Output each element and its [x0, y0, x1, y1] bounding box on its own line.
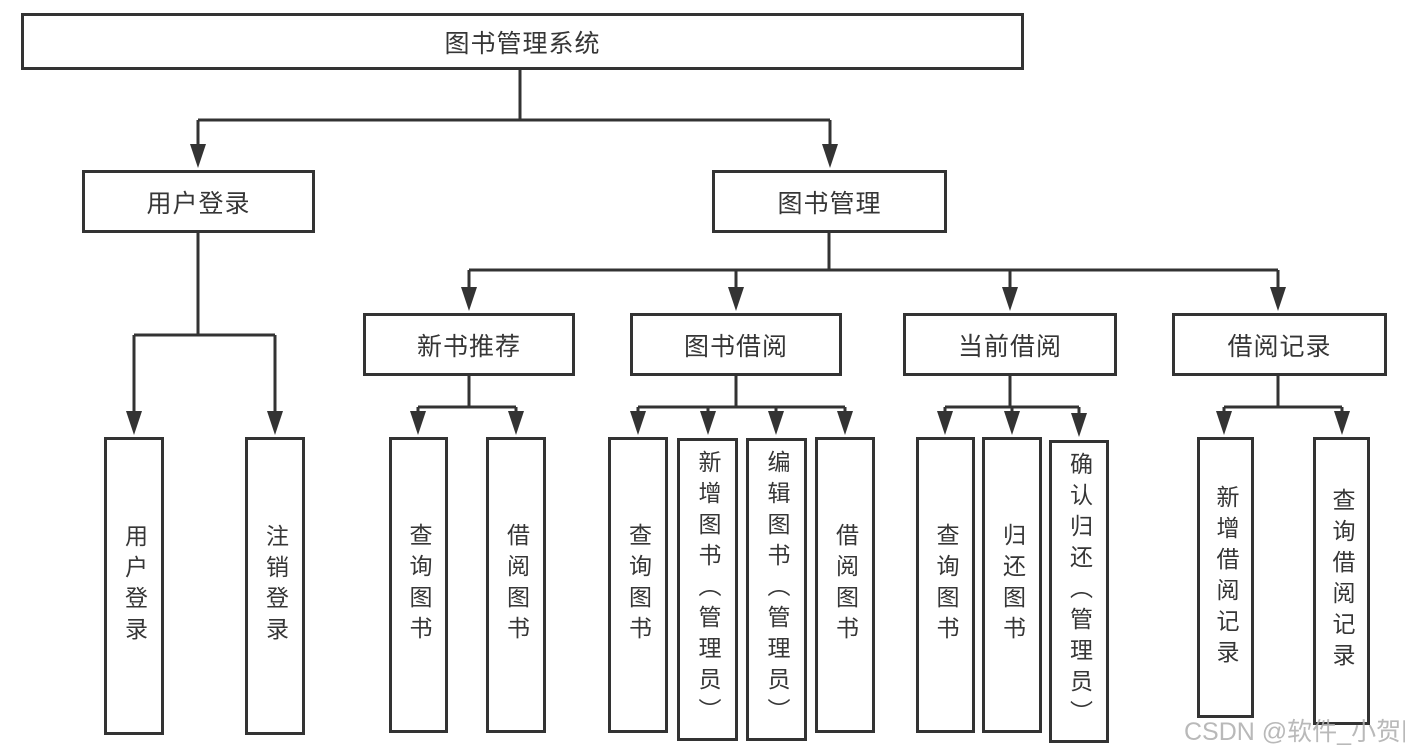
arrow-down-icon — [461, 287, 477, 311]
node-label: 当前借阅 — [957, 332, 1062, 361]
node-label: 归还图书 — [999, 523, 1026, 647]
arrow-down-icon — [1270, 287, 1286, 311]
node-root-system: 图书管理系统 — [21, 13, 1024, 70]
arrow-down-icon — [728, 287, 744, 311]
arrow-down-icon — [1004, 411, 1020, 435]
leaf-current-query-books: 查询图书 — [916, 437, 975, 733]
connector-borrowrecord-to-leaves — [1222, 376, 1344, 417]
arrow-down-icon — [508, 411, 524, 435]
leaf-newbook-query-books: 查询图书 — [389, 437, 448, 733]
connector-login-to-leaves — [132, 233, 277, 416]
node-label: 新增图书（管理员） — [695, 450, 721, 729]
node-label: 查询图书 — [406, 523, 432, 647]
node-label: 用户登录 — [146, 189, 251, 218]
connector-root-to-level2 — [196, 70, 832, 150]
node-label: 查询图书 — [625, 523, 652, 647]
csdn-watermark: CSDN @软件_小贺同学 — [1184, 718, 1405, 746]
arrow-down-icon — [1071, 413, 1087, 437]
leaf-borrow-query-books: 查询图书 — [608, 437, 668, 733]
node-book-borrow: 图书借阅 — [630, 313, 842, 376]
node-label: 借阅图书 — [832, 523, 859, 647]
leaf-logout: 注销登录 — [245, 437, 305, 735]
arrow-down-icon — [126, 411, 142, 435]
node-label: 图书管理 — [777, 189, 882, 218]
leaf-borrow-edit-books-admin: 编辑图书（管理员） — [746, 438, 807, 741]
leaf-current-confirm-return-admin: 确认归还（管理员） — [1049, 440, 1109, 743]
arrow-down-icon — [937, 411, 953, 435]
connector-bookmgmt-to-level3 — [467, 233, 1280, 293]
leaf-record-add-borrow-record: 新增借阅记录 — [1197, 437, 1254, 718]
node-label: 借阅图书 — [503, 523, 530, 647]
node-label: 查询借阅记录 — [1329, 488, 1355, 674]
node-label: 编辑图书（管理员） — [764, 450, 790, 729]
connector-bookborrow-to-leaves — [636, 376, 847, 417]
node-label: 借阅记录 — [1227, 332, 1332, 361]
leaf-newbook-borrow-books: 借阅图书 — [486, 437, 546, 733]
node-user-login: 用户登录 — [82, 170, 315, 233]
arrow-down-icon — [410, 411, 426, 435]
arrow-down-icon — [837, 411, 853, 435]
leaf-borrow-add-books-admin: 新增图书（管理员） — [677, 438, 738, 741]
leaf-record-query-borrow-record: 查询借阅记录 — [1313, 437, 1370, 725]
node-label: 新增借阅记录 — [1213, 484, 1239, 671]
arrow-down-icon — [768, 411, 784, 435]
node-label: 确认归还（管理员） — [1066, 452, 1093, 731]
node-label: 图书借阅 — [683, 332, 788, 361]
node-label: 注销登录 — [262, 524, 289, 648]
connector-newbook-to-leaves — [416, 376, 518, 417]
node-label: 查询图书 — [933, 523, 959, 647]
leaf-user-login: 用户登录 — [104, 437, 164, 735]
arrow-down-icon — [700, 411, 716, 435]
node-book-management: 图书管理 — [712, 170, 947, 233]
arrow-down-icon — [822, 144, 838, 168]
node-current-borrow: 当前借阅 — [903, 313, 1117, 376]
node-borrow-record: 借阅记录 — [1172, 313, 1387, 376]
node-new-book-recommend: 新书推荐 — [363, 313, 575, 376]
node-label: 图书管理系统 — [444, 29, 601, 58]
leaf-borrow-borrow-books: 借阅图书 — [815, 437, 875, 733]
arrow-down-icon — [190, 144, 206, 168]
arrow-down-icon — [1216, 411, 1232, 435]
arrow-down-icon — [1334, 411, 1350, 435]
node-label: 新书推荐 — [416, 332, 521, 361]
leaf-current-return-books: 归还图书 — [982, 437, 1042, 733]
arrow-down-icon — [1002, 287, 1018, 311]
arrow-down-icon — [630, 411, 646, 435]
node-label: 用户登录 — [121, 524, 148, 648]
arrow-down-icon — [267, 411, 283, 435]
